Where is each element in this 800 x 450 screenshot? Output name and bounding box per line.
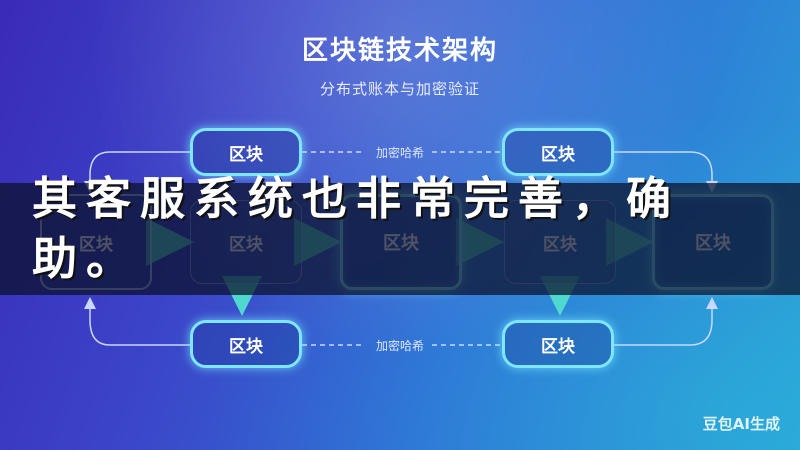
curve-bottom-left bbox=[84, 297, 190, 346]
curve-top-left bbox=[84, 151, 190, 193]
node-bottom-right: 区块 bbox=[502, 320, 614, 368]
node-top-left: 区块 bbox=[190, 128, 302, 176]
diagram-subtitle: 分布式账本与加密验证 bbox=[319, 80, 480, 98]
top-hash-label: 加密哈希 bbox=[375, 146, 424, 160]
caption-line-2: 助。 bbox=[32, 232, 141, 285]
node-bottom-left: 区块 bbox=[190, 320, 302, 368]
curve-bottom-right bbox=[612, 297, 718, 346]
curve-top-right bbox=[612, 151, 718, 193]
ai-watermark: 豆包AI生成 bbox=[702, 415, 780, 433]
diagram-title: 区块链技术架构 bbox=[301, 36, 498, 66]
node-top-right: 区块 bbox=[502, 128, 614, 176]
bottom-hash-label: 加密哈希 bbox=[375, 339, 424, 353]
caption-line-1: 其客服系统也非常完善，确 bbox=[32, 172, 681, 225]
caption-band bbox=[0, 183, 800, 295]
